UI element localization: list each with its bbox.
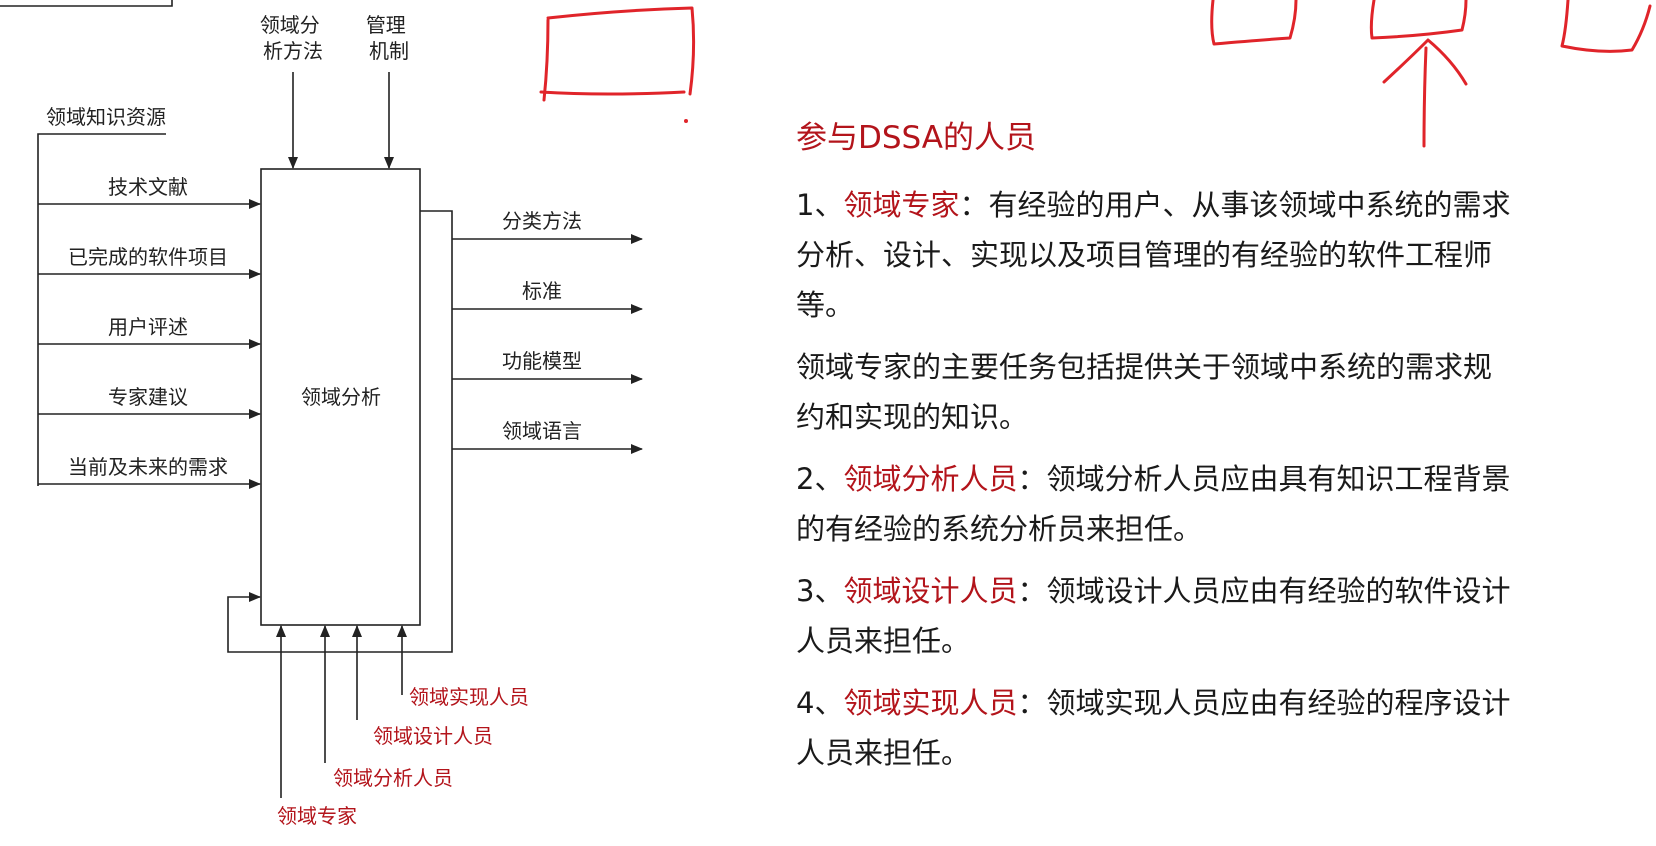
ink-stroke-1 [1210, 0, 1298, 46]
role-item-designer: 3、领域设计人员：领域设计人员应由有经验的软件设计人员来担任。 [796, 566, 1516, 666]
role-name: 领域专家 [843, 188, 960, 223]
mechanism-label: 领域专家 [277, 804, 357, 828]
output-label: 领域语言 [502, 419, 582, 443]
role-description: 领域设计人员应由有经验的软件设计人员来担任。 [796, 574, 1511, 659]
input-label: 当前及未来的需求 [68, 455, 228, 479]
input-label: 专家建议 [108, 385, 188, 409]
feedback-loop-arrow [227, 210, 453, 653]
process-label: 领域分析 [301, 385, 381, 409]
output-label: 功能模型 [502, 349, 582, 373]
controls: 领域分 析方法 管理 机制 [260, 13, 412, 169]
output-label: 分类方法 [502, 209, 582, 233]
role-item-expert: 1、领域专家：有经验的用户、从事该领域中系统的需求分析、设计、实现以及项目管理的… [796, 180, 1516, 330]
inputs: 领域知识资源 技术文献 已完成的软件项目 用户评述 专家建议 当前及未来的需求 [37, 105, 261, 489]
input-label: 已完成的软件项目 [68, 245, 228, 269]
item-colon: ： [1017, 686, 1047, 721]
item-number: 4、 [796, 686, 844, 721]
mechanism-label: 领域设计人员 [373, 724, 493, 748]
role-item-implementer: 4、领域实现人员：领域实现人员应由有经验的程序设计人员来担任。 [796, 678, 1516, 778]
role-name: 领域分析人员 [843, 462, 1018, 497]
role-description: 领域实现人员应由有经验的程序设计人员来担任。 [796, 686, 1511, 771]
role-name: 领域实现人员 [843, 686, 1018, 721]
resource-header: 领域知识资源 [46, 105, 166, 129]
role-item-analyst: 2、领域分析人员：领域分析人员应由具有知识工程背景的有经验的系统分析员来担任。 [796, 454, 1516, 554]
panel-heading: 参与DSSA的人员 [796, 120, 1037, 156]
role-name: 领域设计人员 [843, 574, 1018, 609]
mechanisms: 领域实现人员 领域设计人员 领域分析人员 领域专家 [276, 625, 529, 828]
control-label-methods: 领域分 析方法 [260, 13, 326, 63]
outputs: 分类方法 标准 功能模型 领域语言 [227, 209, 643, 653]
mechanism-label: 领域实现人员 [409, 685, 529, 709]
control-label-line: 析方法 [263, 39, 323, 63]
output-label: 标准 [522, 279, 562, 303]
role-description: 有经验的用户、从事该领域中系统的需求分析、设计、实现以及项目管理的有经验的软件工… [796, 188, 1511, 323]
roles-text-panel: 参与DSSA的人员 1、领域专家：有经验的用户、从事该领域中系统的需求分析、设计… [796, 118, 1516, 790]
item-number: 1、 [796, 188, 844, 223]
handwritten-annotations [539, 0, 1652, 148]
item-colon: ： [1017, 462, 1047, 497]
ink-stroke-3 [1560, 0, 1652, 53]
resource-bracket [37, 133, 166, 486]
input-label: 技术文献 [108, 175, 188, 199]
ink-arrow [1382, 38, 1468, 148]
item-colon: ： [1017, 574, 1047, 609]
item-colon: ： [959, 188, 989, 223]
ink-rectangle [539, 6, 696, 102]
input-label: 用户评述 [108, 315, 188, 339]
control-label-line: 机制 [369, 39, 409, 63]
ink-stroke-2 [1369, 0, 1468, 40]
control-label-mechanism: 管理 机制 [366, 13, 412, 63]
expert-task-note: 领域专家的主要任务包括提供关于领域中系统的需求规约和实现的知识。 [796, 350, 1493, 435]
top-frame-fragment [0, 0, 173, 7]
mechanism-label: 领域分析人员 [333, 766, 453, 790]
role-description: 领域分析人员应由具有知识工程背景的有经验的系统分析员来担任。 [796, 462, 1511, 547]
item-number: 3、 [796, 574, 844, 609]
process-box [260, 168, 421, 626]
item-number: 2、 [796, 462, 844, 497]
ink-dot [684, 119, 688, 123]
